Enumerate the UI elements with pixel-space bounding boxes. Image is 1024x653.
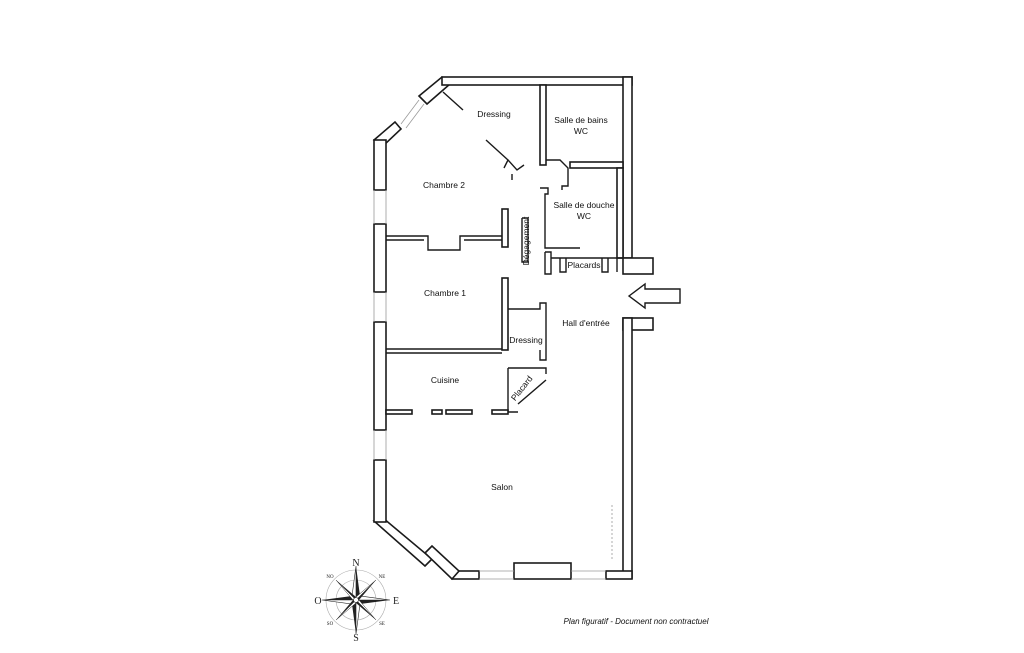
room-label-hall: Hall d'entrée — [562, 318, 610, 328]
room-label-chambre-1: Chambre 1 — [424, 288, 466, 298]
compass-label-se: SE — [379, 622, 385, 627]
room-label-dressing-top: Dressing — [477, 109, 511, 119]
room-label-placard: Placard — [509, 374, 535, 403]
room-label-salle-de-bains-wc: WC — [574, 126, 588, 136]
room-label-placards: Placards — [567, 260, 600, 270]
compass-label-ne: NE — [379, 575, 386, 580]
room-label-salle-de-bains: Salle de bains — [554, 115, 607, 125]
footer-note: Plan figuratif - Document non contractue… — [564, 617, 709, 626]
compass-label-no: NO — [326, 575, 334, 580]
room-label-dressing-mid: Dressing — [509, 335, 543, 345]
compass-rose-icon — [321, 565, 391, 635]
arrow-left-icon — [627, 282, 681, 310]
room-label-cuisine: Cuisine — [431, 375, 460, 385]
interior-walls — [385, 84, 624, 415]
compass-label-s: S — [353, 633, 359, 644]
room-label-salle-de-douche: Salle de douche — [554, 200, 615, 210]
room-label-salle-de-douche-wc: WC — [577, 211, 591, 221]
room-label-chambre-2: Chambre 2 — [423, 180, 465, 190]
room-label-degagement: Dégagement — [521, 216, 531, 265]
windows — [373, 99, 613, 580]
compass-label-so: SO — [327, 622, 334, 627]
compass-label-e: E — [393, 596, 399, 607]
room-label-salon: Salon — [491, 482, 513, 492]
compass-label-n: N — [352, 558, 359, 569]
exterior-walls — [372, 75, 654, 581]
compass-label-o: O — [314, 596, 321, 607]
